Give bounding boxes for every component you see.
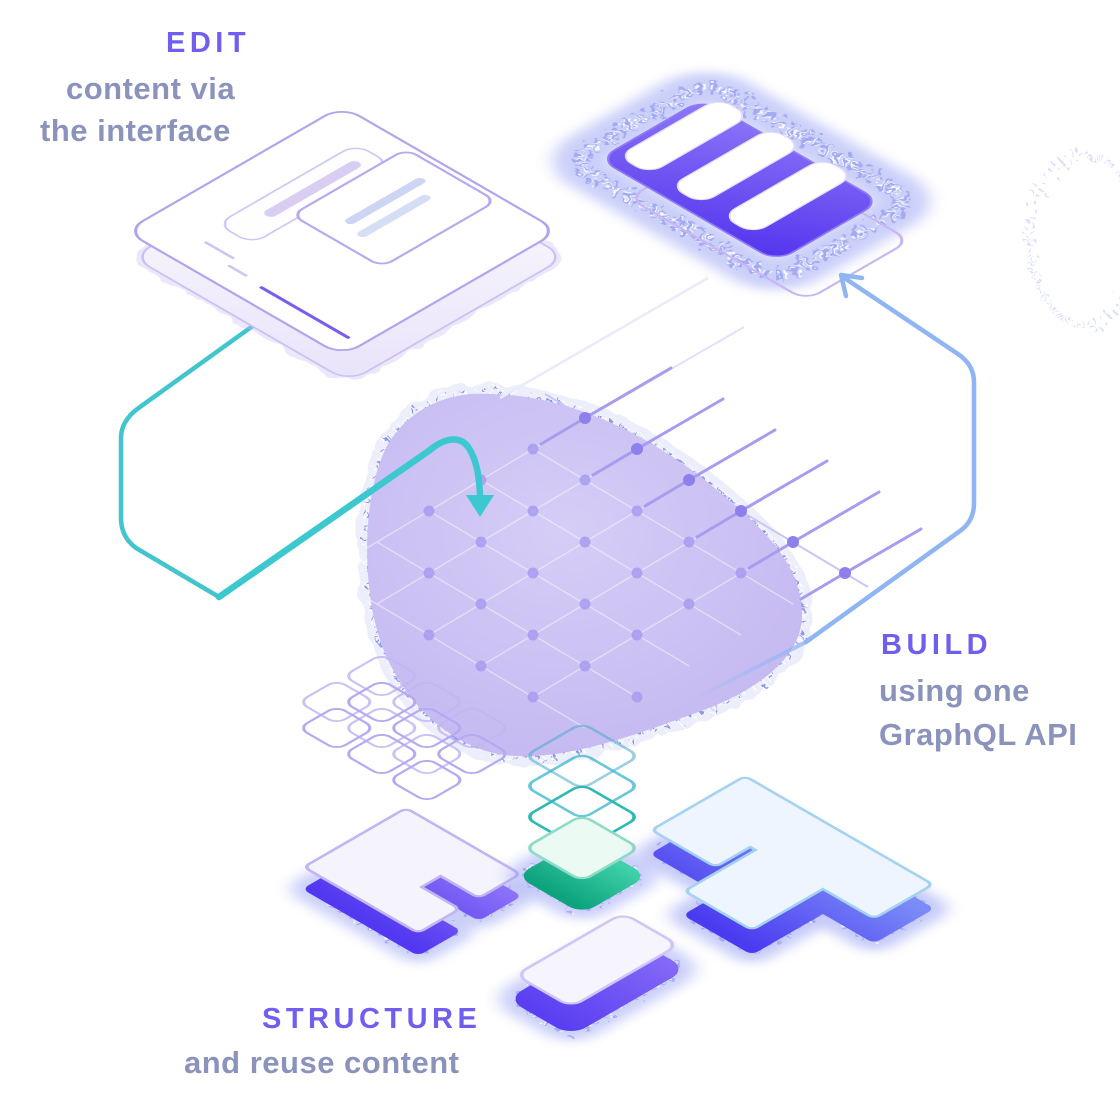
l-shaped-content-block xyxy=(290,656,534,963)
blue-arrowhead xyxy=(838,272,865,299)
l-block-top xyxy=(308,810,516,931)
build-line-1: using one xyxy=(879,673,1030,708)
ambient-speckle xyxy=(1027,152,1120,328)
build-heading: BUILD xyxy=(881,629,993,661)
edit-line-2: the interface xyxy=(40,113,231,148)
document-line-2 xyxy=(227,264,248,277)
structure-heading: STRUCTURE xyxy=(262,1003,482,1035)
green-wireframe-3 xyxy=(528,724,636,788)
t-block-top xyxy=(656,778,929,928)
note-text-bar-1 xyxy=(345,177,426,225)
bar-top xyxy=(519,915,675,1005)
green-top xyxy=(528,816,636,880)
edit-line-1: content via xyxy=(66,71,236,106)
card-sparkle xyxy=(575,85,907,277)
t-shaped-content-block xyxy=(637,776,948,963)
document-text-bar xyxy=(264,161,361,217)
schema-grid-nodes xyxy=(579,412,851,579)
card-list-bars xyxy=(624,101,847,231)
teal-flow-arrow xyxy=(215,436,494,601)
teal-arrowhead xyxy=(466,495,494,517)
build-line-2: GraphQL API xyxy=(879,717,1078,752)
floating-note-card xyxy=(296,151,492,265)
l-block-wireframes xyxy=(302,656,507,800)
document-line-3 xyxy=(259,286,351,339)
content-bar-block xyxy=(499,915,695,1041)
content-blob xyxy=(357,383,812,767)
edit-heading: EDIT xyxy=(166,27,251,59)
blob-grid-dots xyxy=(423,443,747,703)
green-stacked-block xyxy=(507,724,657,919)
blue-flow-arrow xyxy=(686,272,977,704)
structure-line-1: and reuse content xyxy=(184,1045,460,1080)
green-wireframe-2 xyxy=(528,754,636,818)
edit-document-card xyxy=(134,110,562,380)
document-line-1 xyxy=(204,241,235,260)
component-list-card xyxy=(552,72,930,297)
teal-flow-line xyxy=(118,312,271,600)
note-text-bar-2 xyxy=(357,194,431,238)
schema-grid-outer xyxy=(499,276,923,601)
